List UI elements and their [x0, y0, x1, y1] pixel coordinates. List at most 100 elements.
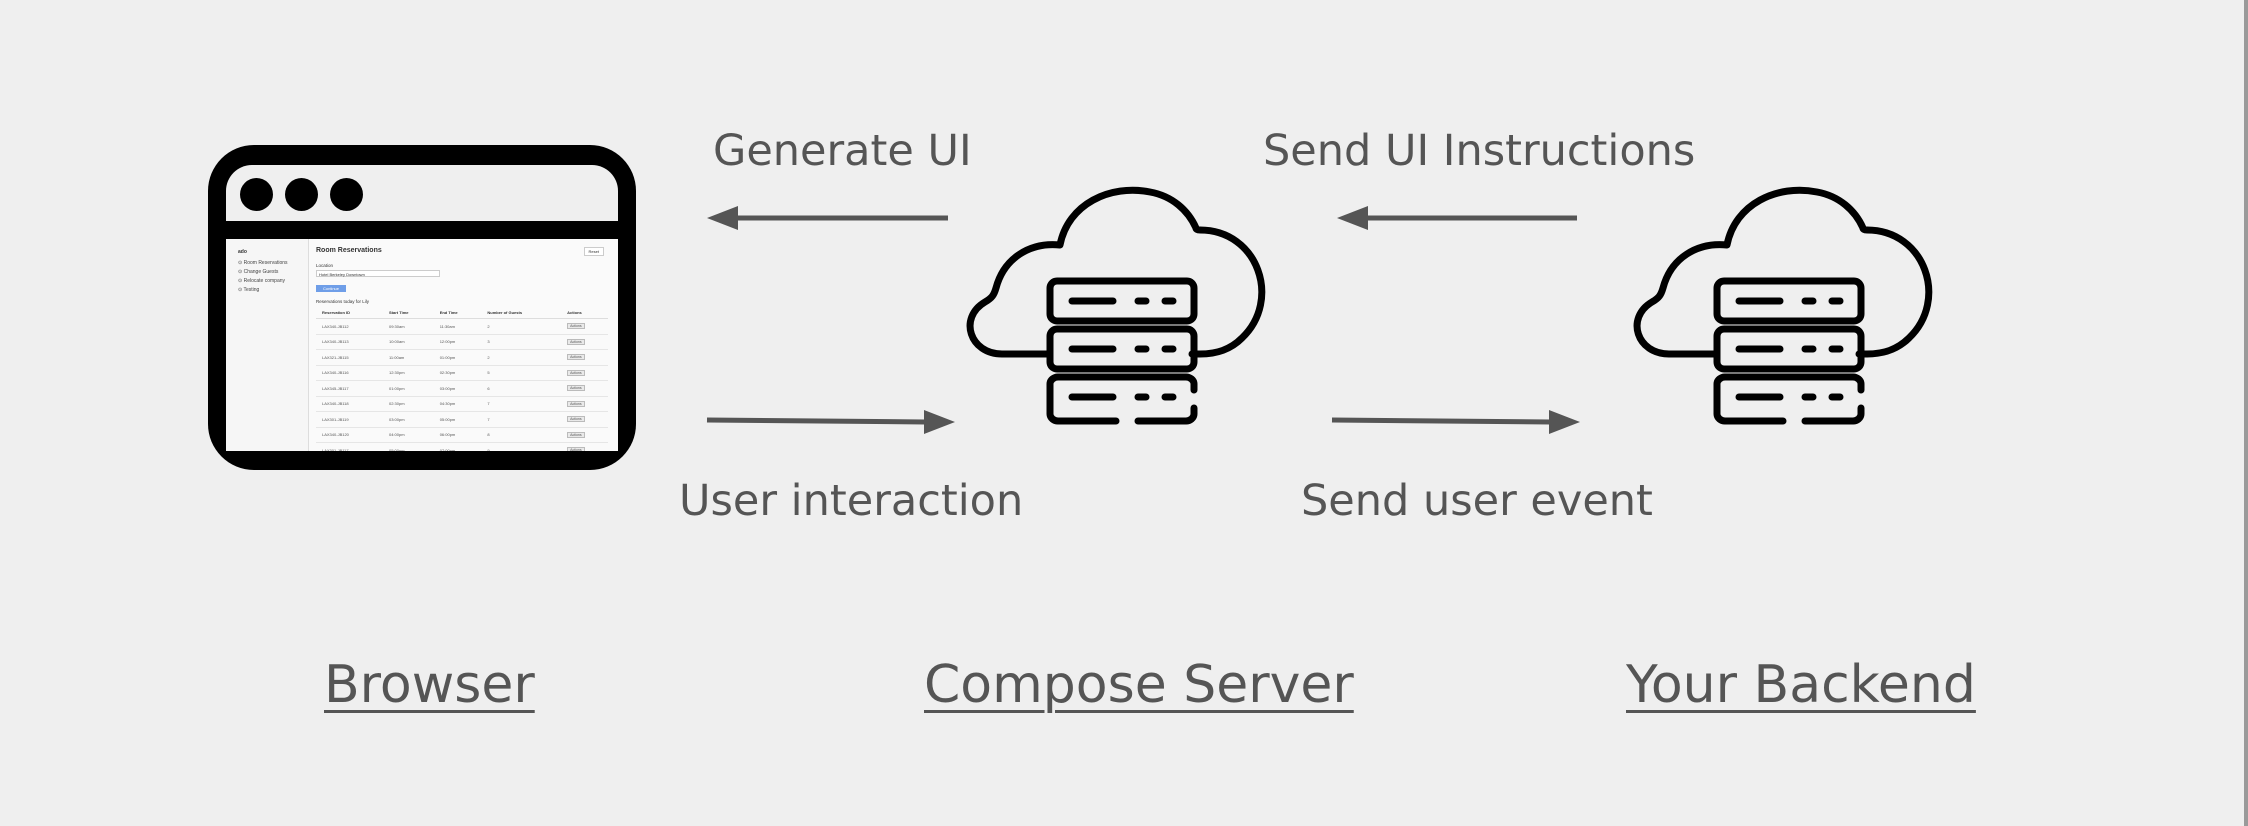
actions-dropdown: Actions [567, 416, 585, 423]
app-page-title: Room Reservations [316, 247, 382, 254]
actions-dropdown: Actions [567, 400, 585, 407]
continue-button: Continue [316, 285, 346, 292]
table-cell: 6 [481, 380, 562, 397]
arrow-generate-ui [707, 206, 948, 230]
table-cell: 11:00am [382, 349, 434, 366]
table-cell: LAX301-JB117 [316, 442, 383, 451]
table-cell: 05:00pm [433, 411, 482, 428]
table-cell: LAX340-JB116 [316, 365, 383, 381]
server-unit [1713, 325, 1865, 373]
table-cell-actions: Actions [561, 318, 608, 335]
actions-dropdown: Actions [567, 447, 585, 451]
table-cell: 09:30am [382, 318, 434, 335]
table-cell-actions: Actions [561, 334, 608, 350]
actions-dropdown: Actions [567, 338, 585, 345]
table-header-cell: Number of Guests [481, 306, 562, 319]
table-cell: LAX340-JB112 [316, 318, 383, 335]
table-cell: 12:30pm [382, 365, 434, 381]
table-cell: 01:00pm [433, 349, 482, 366]
table-cell: 01:00pm [382, 380, 434, 397]
reset-button: Reset [583, 247, 604, 256]
table-cell: 10:00am [382, 334, 434, 350]
actions-dropdown: Actions [567, 385, 585, 392]
table-cell-actions: Actions [561, 442, 608, 451]
table-cell: 07:00pm [433, 442, 482, 451]
table-cell: 7 [481, 396, 562, 412]
app-screenshot: ado ⊙ Room Reservations ⊙ Change Guests … [226, 239, 618, 451]
edge-label-send-user-event: Send user event [1301, 476, 1653, 526]
table-cell: 12:00pm [433, 334, 482, 350]
table-cell: 9 [481, 442, 562, 451]
table-cell: 02:30pm [382, 396, 434, 412]
table-cell-actions: Actions [561, 380, 608, 397]
actions-dropdown: Actions [567, 354, 585, 361]
cloud-server-icon [966, 186, 1266, 425]
arrow-send-ui-instructions [1337, 206, 1577, 230]
nav-item: Change Guests [243, 269, 279, 275]
app-brand: ado [238, 249, 247, 255]
table-cell: 02:30pm [433, 365, 482, 381]
table-cell: 11:30am [433, 318, 482, 335]
table-cell-actions: Actions [561, 349, 608, 366]
app-sidebar: ado ⊙ Room Reservations ⊙ Change Guests … [226, 239, 309, 451]
cloud-outline [966, 186, 1266, 358]
server-unit [1046, 325, 1198, 373]
table-header-cell: Start Time [382, 306, 434, 319]
location-select: Hotel Berkeley Downtown [316, 270, 440, 277]
table-cell-actions: Actions [561, 396, 608, 412]
table-cell: 3 [481, 334, 562, 350]
table-cell: LAX301-JB119 [316, 411, 383, 428]
server-unit [1713, 277, 1865, 325]
table-cell: 04:00pm [382, 427, 434, 443]
server-unit [1046, 373, 1198, 425]
browser-window-icon: ado ⊙ Room Reservations ⊙ Change Guests … [208, 145, 636, 470]
table-cell: 7 [481, 411, 562, 428]
nav-item: Room Reservations [243, 260, 288, 266]
edge-label-user-interaction: User interaction [679, 476, 1024, 526]
app-main: Room Reservations Reset Location Hotel B… [316, 239, 612, 451]
table-cell: 2 [481, 349, 562, 366]
cloud-outline [1633, 186, 1933, 358]
table-header-cell: End Time [433, 306, 482, 319]
window-dot-icon [330, 178, 363, 211]
table-cell: 05:00pm [382, 442, 434, 451]
table-cell: 2 [481, 318, 562, 335]
actions-dropdown: Actions [567, 431, 585, 438]
table-cell: 5 [481, 365, 562, 381]
actions-dropdown: Actions [567, 323, 585, 330]
nav-item: Testing [243, 287, 260, 293]
node-label-compose-server: Compose Server [924, 655, 1354, 715]
arrow-send-user-event [1331, 410, 1580, 434]
window-dot-icon [240, 178, 273, 211]
edge-label-generate-ui: Generate UI [713, 126, 972, 176]
table-cell-actions: Actions [561, 411, 608, 428]
node-label-backend: Your Backend [1626, 655, 1976, 715]
table-cell: 03:00pm [433, 380, 482, 397]
table-caption: Reservations today for Lily [316, 299, 370, 304]
table-cell: LAX321-JB115 [316, 349, 383, 366]
node-label-browser: Browser [324, 655, 535, 715]
cloud-server-icon [1633, 186, 1933, 425]
table-cell: LAX340-JB120 [316, 427, 383, 443]
browser-titlebar-divider [226, 221, 618, 239]
table-cell-actions: Actions [561, 365, 608, 381]
table-cell: 03:00pm [382, 411, 434, 428]
table-cell: 8 [481, 427, 562, 443]
server-unit [1046, 277, 1198, 325]
server-unit [1713, 373, 1865, 425]
window-dot-icon [285, 178, 318, 211]
table-cell: LAX340-JB113 [316, 334, 383, 350]
table-cell: LAX345-JB117 [316, 380, 383, 397]
